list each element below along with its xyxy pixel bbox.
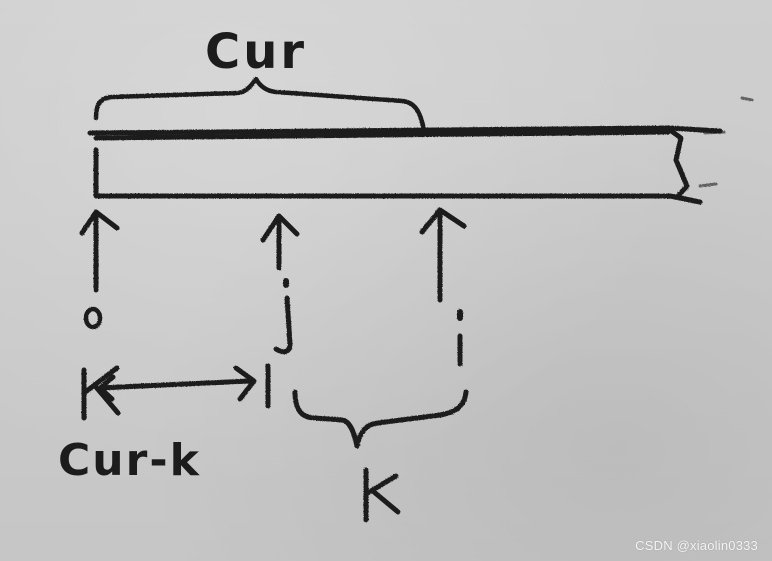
label-cur-top: Cur <box>205 24 307 80</box>
arrow-zero <box>79 209 120 293</box>
array-bar <box>87 125 723 205</box>
ink-smudge <box>698 96 754 188</box>
top-brace <box>93 76 427 133</box>
double-arrow <box>97 365 257 402</box>
bottom-brace <box>292 389 469 449</box>
label-j-text: j <box>277 341 279 343</box>
array-bar-top-edge <box>93 129 671 141</box>
arrow-i <box>419 207 467 303</box>
glyph-zero <box>83 306 103 330</box>
glyph-k-bottom <box>363 467 401 523</box>
label-i-text: i <box>456 359 457 361</box>
watermark-text: CSDN @xiaolin0333 <box>635 538 758 553</box>
label-cur-minus-k: Cur-k <box>58 435 201 486</box>
arrow-j <box>260 213 300 271</box>
glyph-j <box>273 295 293 355</box>
glyph-k-left <box>81 365 121 421</box>
